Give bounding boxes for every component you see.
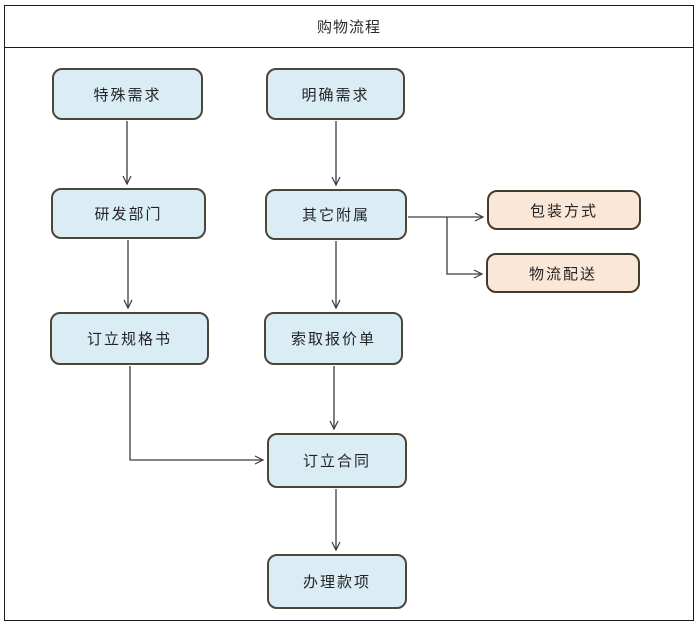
node-label: 办理款项 <box>302 574 371 591</box>
node-other-attachments[interactable]: 其它附属 <box>265 189 407 240</box>
node-label: 订立合同 <box>302 453 371 470</box>
node-label: 研发部门 <box>94 206 163 223</box>
node-label: 包装方式 <box>529 202 598 220</box>
node-spec-book[interactable]: 订立规格书 <box>50 312 209 365</box>
node-label: 特殊需求 <box>93 86 162 104</box>
node-sign-contract[interactable]: 订立合同 <box>267 433 407 488</box>
node-label: 其它附属 <box>301 207 370 224</box>
node-label: 索取报价单 <box>290 331 376 348</box>
node-logistics-delivery[interactable]: 物流配送 <box>486 253 640 293</box>
node-packaging-method[interactable]: 包装方式 <box>487 190 641 230</box>
node-process-payment[interactable]: 办理款项 <box>267 554 407 609</box>
node-rd-department[interactable]: 研发部门 <box>51 188 206 239</box>
node-label: 物流配送 <box>528 265 597 283</box>
node-clear-need[interactable]: 明确需求 <box>266 68 405 120</box>
node-request-quotation[interactable]: 索取报价单 <box>264 312 403 365</box>
node-label: 明确需求 <box>301 86 370 104</box>
diagram-title: 购物流程 <box>4 5 694 48</box>
node-special-need[interactable]: 特殊需求 <box>52 68 203 120</box>
node-label: 订立规格书 <box>86 331 172 348</box>
